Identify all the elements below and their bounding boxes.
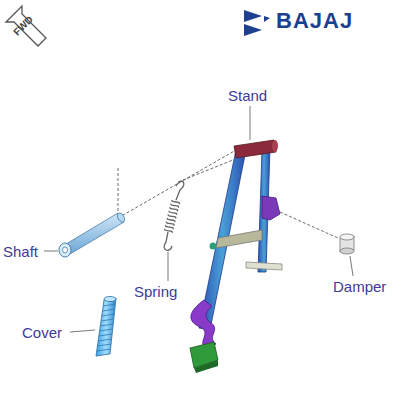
leader-lines [44,106,353,332]
part-label: Spring [134,284,177,299]
cover-rib [103,309,115,311]
spring-coil [171,204,179,208]
part-label: Cover [22,325,62,340]
cover-rib [97,349,111,351]
part-label: Stand [228,88,267,103]
cover-rib [97,344,111,346]
shaft [59,212,126,257]
cover-rib [100,329,113,331]
damper [340,234,354,254]
cover-rib [102,314,115,316]
spring-coil [167,218,175,222]
cover-rib [100,324,113,326]
stand [190,140,282,373]
brand-logo [244,10,270,36]
spring [164,181,184,250]
spring-coil [172,200,180,204]
spring-coil [170,207,178,211]
cover-rib [103,304,115,306]
fwd-arrow [6,6,46,46]
part-label: Damper [333,279,386,294]
spring-coil [169,211,177,215]
cover-rib [101,319,114,321]
part-label: Shaft [3,244,38,259]
cover-rib [98,339,111,341]
cover [96,297,116,357]
spring-coil [168,214,176,218]
spring-coil [165,225,173,229]
cover-rib [99,334,112,336]
spring-coil [166,222,174,226]
brand-name: BAJAJ [276,10,353,32]
